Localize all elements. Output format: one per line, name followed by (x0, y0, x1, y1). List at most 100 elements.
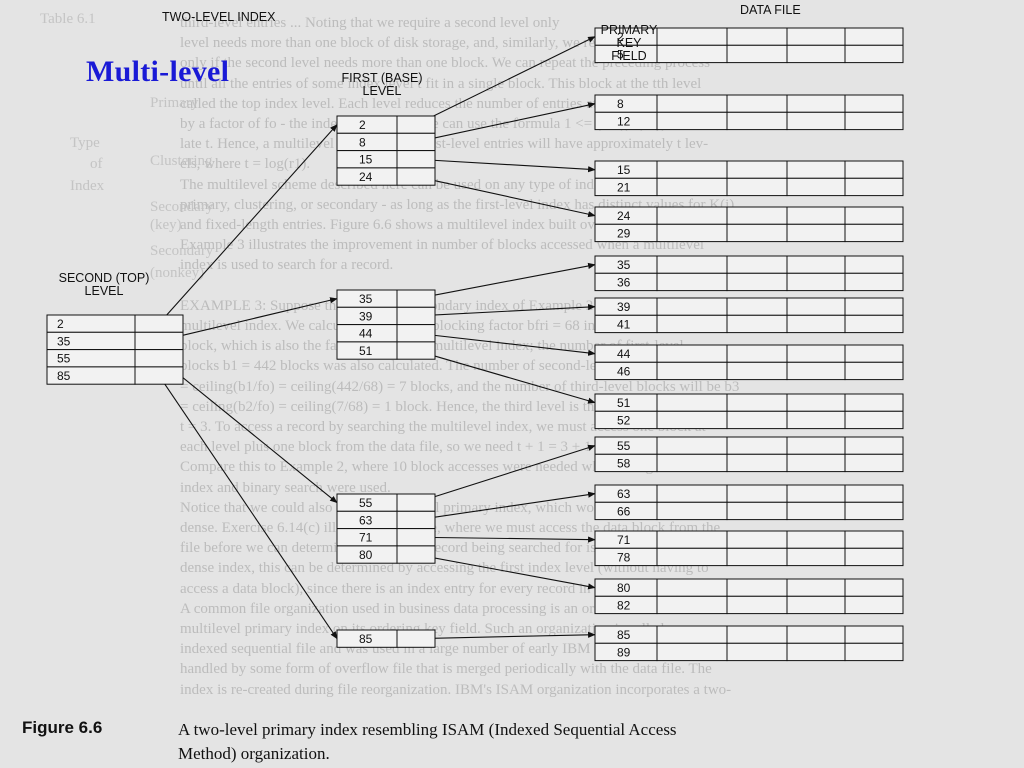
data-record-cell (844, 453, 904, 473)
pointer-arrow (158, 297, 338, 342)
data-key: 39 (617, 300, 631, 314)
figure-caption: A two-level primary index resembling ISA… (178, 720, 677, 763)
data-record-cell (786, 27, 846, 46)
first-level-key: 55 (359, 496, 373, 510)
data-record-cell (786, 111, 846, 131)
data-record-cell (844, 595, 904, 615)
data-record-cell (656, 547, 728, 567)
data-record-cell (656, 111, 728, 131)
data-record-cell (656, 344, 728, 363)
data-record-cell (656, 530, 728, 549)
first-level-key: 39 (359, 309, 373, 323)
data-key: 41 (617, 317, 631, 331)
data-record-cell (844, 272, 904, 292)
first-level-pointer-cell (396, 528, 436, 547)
data-record-cell (844, 625, 904, 644)
data-key: 55 (617, 439, 631, 453)
figure-label: Figure 6.6 (22, 718, 103, 737)
data-key: 35 (617, 258, 631, 272)
data-key: 89 (617, 645, 631, 659)
data-record-cell (844, 436, 904, 455)
data-record-cell (726, 642, 788, 662)
data-record-cell (844, 578, 904, 597)
data-record-cell (726, 484, 788, 503)
data-record-cell (726, 453, 788, 473)
pointer-arrow (415, 303, 596, 317)
second-level-pointer-cell (134, 349, 184, 368)
data-record-cell (726, 255, 788, 274)
first-level-pointer-cell (396, 629, 436, 648)
data-record-cell (726, 501, 788, 521)
first-level-pointer-cell (396, 289, 436, 308)
pointer-arrow (415, 262, 596, 300)
data-record-cell (726, 223, 788, 243)
data-record-cell (786, 344, 846, 363)
data-key: 29 (617, 226, 631, 240)
pointer-arrow (415, 332, 596, 356)
data-record-cell (786, 484, 846, 503)
primary-key-field-label: KEY (616, 36, 642, 50)
first-level-pointer-cell (396, 510, 436, 530)
data-record-cell (726, 297, 788, 316)
pointer-arrow (415, 554, 596, 590)
data-record-cell (786, 530, 846, 549)
data-record-cell (726, 177, 788, 197)
data-record-cell (656, 361, 728, 381)
data-key: 58 (617, 456, 631, 470)
first-level-label: LEVEL (363, 84, 402, 98)
pointer-arrow (415, 36, 596, 126)
pointer-arrow (415, 176, 596, 218)
first-level-key: 24 (359, 170, 373, 184)
data-record-cell (726, 595, 788, 615)
data-record-cell (844, 44, 904, 64)
pointer-arrow (415, 444, 596, 504)
data-key: 85 (617, 628, 631, 642)
data-record-cell (844, 297, 904, 316)
data-record-cell (786, 160, 846, 179)
second-level-key: 2 (57, 317, 64, 331)
primary-key-field-label: FIELD (611, 49, 646, 63)
pointer-arrow (415, 491, 596, 521)
first-level-pointer-cell (396, 132, 436, 152)
pointer-arrow (415, 536, 596, 543)
data-record-cell (844, 344, 904, 363)
data-record-cell (726, 272, 788, 292)
first-level-pointer-cell (396, 150, 436, 169)
first-level-key: 15 (359, 153, 373, 167)
data-record-cell (656, 410, 728, 430)
pointer-arrow (415, 631, 596, 640)
data-record-cell (786, 453, 846, 473)
pointer-arrow (158, 357, 338, 504)
first-level-label: FIRST (BASE) (341, 71, 422, 85)
data-record-cell (656, 484, 728, 503)
data-key: 44 (617, 347, 631, 361)
first-level-pointer-cell (396, 545, 436, 564)
first-level-pointer-cell (396, 306, 436, 326)
data-record-cell (726, 44, 788, 64)
first-level-pointer-cell (396, 115, 436, 134)
data-record-cell (786, 436, 846, 455)
data-key: 15 (617, 163, 631, 177)
data-record-cell (656, 177, 728, 197)
data-record-cell (656, 27, 728, 46)
data-record-cell (844, 111, 904, 131)
first-level-key: 63 (359, 513, 373, 527)
data-record-cell (786, 177, 846, 197)
data-record-cell (786, 625, 846, 644)
data-record-cell (656, 206, 728, 225)
data-record-cell (786, 595, 846, 615)
data-key: 12 (617, 114, 631, 128)
data-record-cell (786, 44, 846, 64)
data-record-cell (656, 297, 728, 316)
data-key: 78 (617, 550, 631, 564)
data-record-cell (656, 642, 728, 662)
data-key: 8 (617, 97, 624, 111)
second-level-pointer-cell (134, 366, 184, 385)
data-record-cell (656, 272, 728, 292)
first-level-key: 44 (359, 327, 373, 341)
data-record-cell (656, 393, 728, 412)
first-level-key: 2 (359, 118, 366, 132)
data-record-cell (726, 160, 788, 179)
data-record-cell (844, 547, 904, 567)
data-record-cell (726, 436, 788, 455)
